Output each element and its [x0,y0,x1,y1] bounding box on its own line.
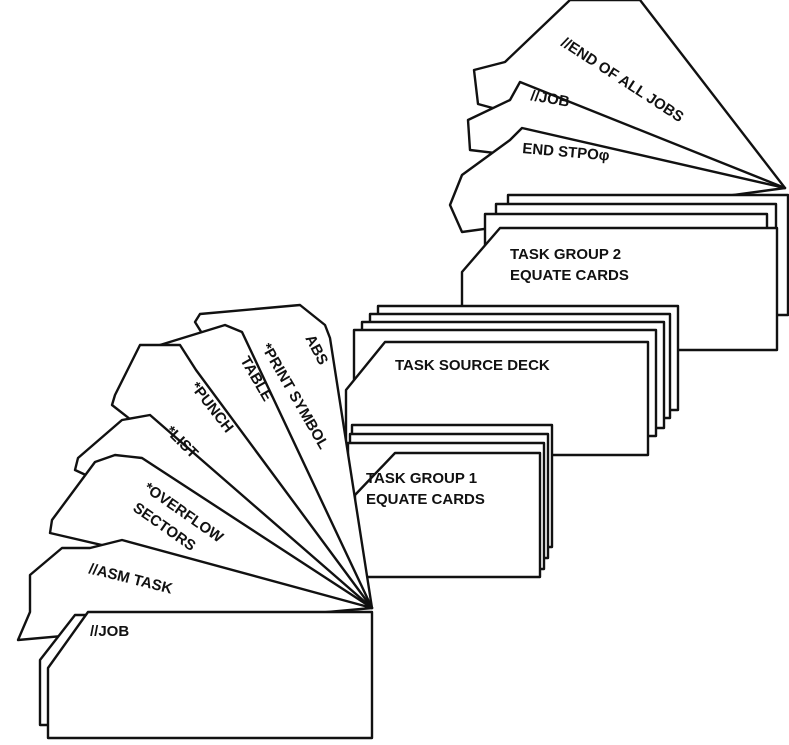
label-task-group-1-line1: TASK GROUP 1 [366,470,477,487]
label-task-group-1-line2: EQUATE CARDS [366,491,485,508]
left-card-fan: ABS *PRINT SYMBOL TABLE *PUNCH *LIST *OV… [18,305,372,640]
label-task-group-2-line2: EQUATE CARDS [510,267,629,284]
label-task-group-2-line1: TASK GROUP 2 [510,246,621,263]
front-job-deck: //JOB [40,612,372,738]
label-job-left: //JOB [90,623,129,640]
label-task-source-deck: TASK SOURCE DECK [395,357,550,374]
task-group-1-deck: TASK GROUP 1 EQUATE CARDS [348,425,552,577]
